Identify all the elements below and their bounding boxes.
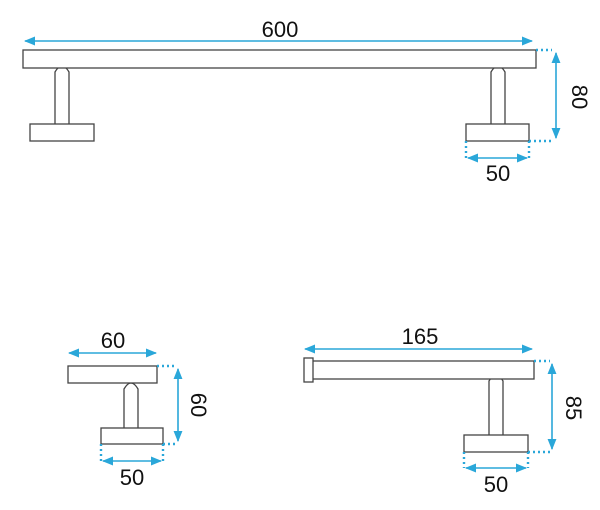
hook-base-label: 50 [120, 465, 144, 490]
hook-arm [67, 365, 158, 384]
towel-bar-height-extension [529, 48, 552, 143]
towel-bar-drawing: 600 80 50 [22, 17, 592, 186]
towel-bar-length-label: 600 [262, 17, 299, 42]
hook-drawing: 60 60 50 [67, 328, 211, 490]
hook-base-extension [99, 444, 165, 462]
paper-holder-base [463, 434, 529, 453]
paper-holder-arm [304, 360, 535, 380]
paper-holder-drawing: 165 85 50 [303, 324, 586, 497]
hook-length-label: 60 [101, 328, 125, 353]
towel-bar-left-base [29, 123, 95, 142]
towel-bar-rod [22, 49, 537, 69]
towel-bar-right-base [465, 123, 530, 142]
paper-holder-height-extension [528, 359, 550, 454]
towel-bar-base-label: 50 [486, 161, 510, 186]
paper-holder-length-label: 165 [402, 324, 439, 349]
hook-height-label: 60 [186, 393, 211, 417]
towel-bar-right-post [490, 65, 506, 131]
paper-holder-base-label: 50 [484, 472, 508, 497]
paper-holder-end-cap [303, 357, 314, 383]
paper-holder-post [488, 374, 504, 441]
hook-base [100, 427, 164, 445]
towel-bar-base-extension [464, 141, 531, 158]
paper-holder-base-extension [462, 452, 530, 468]
towel-bar-height-label: 80 [567, 85, 592, 109]
towel-bar-left-post [54, 65, 70, 131]
hook-post [123, 382, 139, 433]
hook-height-extension [157, 364, 176, 446]
paper-holder-height-label: 85 [561, 396, 586, 420]
